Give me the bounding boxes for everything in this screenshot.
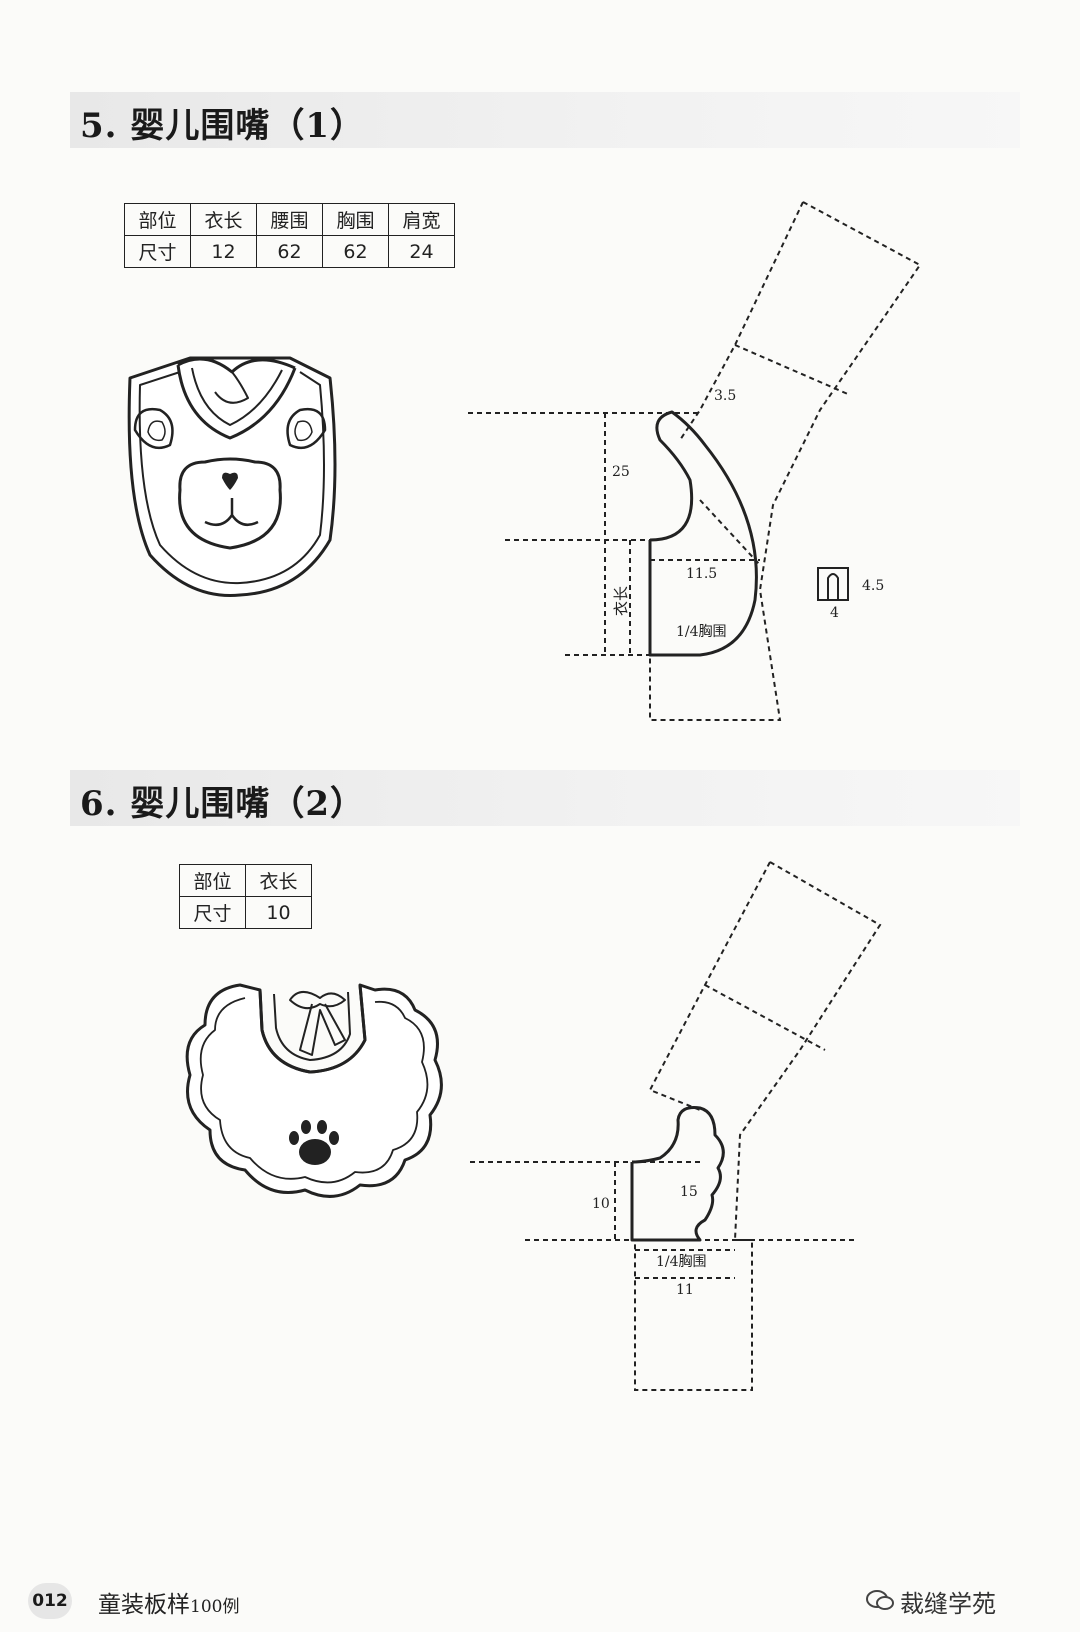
dim-label: 4 — [830, 605, 839, 621]
table-cell: 62 — [322, 235, 389, 268]
table-cell: 尺寸 — [124, 235, 191, 268]
dim-label: 4.5 — [862, 578, 884, 594]
page-number: 012 — [28, 1583, 72, 1619]
book-title-small: 100例 — [190, 1597, 240, 1617]
wechat-icon — [866, 1590, 894, 1610]
section-5-header-bar — [70, 92, 1020, 148]
table-row: 尺寸 10 — [179, 896, 312, 929]
dim-label: 25 — [612, 464, 630, 480]
table-cell: 62 — [256, 235, 323, 268]
dim-label: 15 — [680, 1184, 698, 1200]
watermark-text: 裁缝学苑 — [900, 1590, 996, 1618]
book-title-main: 童装板样 — [98, 1592, 190, 1618]
section-6-title: 6. 婴儿围嘴（2） — [80, 784, 365, 824]
table-cell: 10 — [245, 896, 312, 929]
dim-label: 3.5 — [714, 388, 736, 404]
table-cell: 24 — [388, 235, 455, 268]
table-cell: 部位 — [124, 203, 191, 236]
table-cell: 尺寸 — [179, 896, 246, 929]
table-cell: 肩宽 — [388, 203, 455, 236]
dim-label: 11 — [676, 1282, 694, 1298]
dim-label: 11.5 — [686, 566, 717, 582]
dim-label: 1/4胸围 — [676, 624, 727, 640]
dim-label: 1/4胸围 — [656, 1254, 707, 1270]
table-cell: 腰围 — [256, 203, 323, 236]
table-cell: 12 — [190, 235, 257, 268]
section-5-title: 5. 婴儿围嘴（1） — [80, 106, 365, 146]
book-title: 童装板样100例 — [98, 1585, 239, 1619]
section-5-spec-table: 部位 衣长 腰围 胸围 肩宽 尺寸 12 62 62 24 — [124, 203, 455, 268]
table-header-row: 部位 衣长 — [179, 864, 312, 897]
section-6-spec-table: 部位 衣长 尺寸 10 — [179, 864, 312, 929]
dim-label: 10 — [592, 1196, 610, 1212]
table-row: 尺寸 12 62 62 24 — [124, 235, 455, 268]
table-header-row: 部位 衣长 腰围 胸围 肩宽 — [124, 203, 455, 236]
table-cell: 衣长 — [245, 864, 312, 897]
table-cell: 部位 — [179, 864, 246, 897]
dim-label: 衣长 — [612, 586, 630, 616]
section-6-header-bar — [70, 770, 1020, 826]
